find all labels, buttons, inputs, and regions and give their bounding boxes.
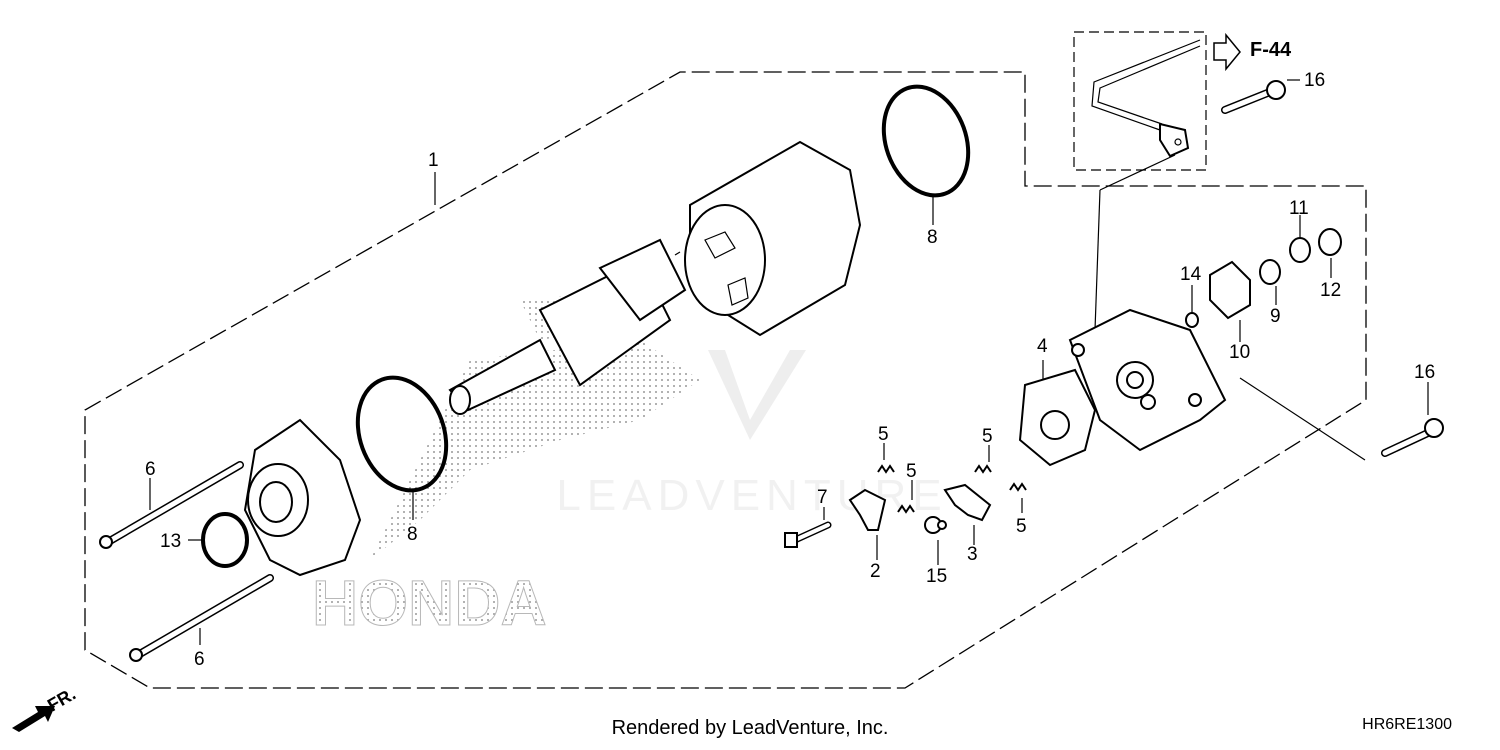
reference-arrow: F-44 [1213, 32, 1292, 72]
bolt-16-upper [1221, 80, 1286, 114]
insulator-9 [1259, 259, 1281, 285]
assembly-boundary [84, 71, 1367, 689]
callout-5d: 5 [1016, 516, 1027, 537]
brand-watermark: HONDA [312, 567, 547, 639]
diagram-code: HR6RE1300 [1362, 716, 1452, 733]
callout-14: 14 [1180, 264, 1202, 285]
callout-8-right: 8 [927, 227, 938, 248]
screw-7 [784, 521, 832, 548]
callout-12: 12 [1320, 280, 1341, 301]
callout-9: 9 [1270, 306, 1281, 327]
screw-15 [924, 516, 947, 534]
cable-inset [1073, 31, 1207, 331]
render-credit: Rendered by LeadVenture, Inc. [611, 717, 889, 739]
callout-3: 3 [967, 544, 978, 565]
brush-3 [943, 483, 992, 522]
callout-4: 4 [1037, 336, 1048, 357]
o-ring-8-left [355, 375, 449, 493]
callout-6-lower: 6 [194, 649, 205, 670]
springs [877, 464, 1027, 514]
callout-10: 10 [1229, 342, 1250, 363]
callout-11: 11 [1289, 198, 1309, 219]
long-bolt-lower [129, 574, 274, 662]
rear-cover [1068, 308, 1227, 452]
callout-2: 2 [870, 561, 881, 582]
callout-13: 13 [160, 531, 181, 552]
leader-lines [149, 79, 1429, 645]
callout-15: 15 [926, 566, 947, 587]
callout-5a: 5 [878, 424, 889, 445]
o-ring-13 [201, 512, 249, 568]
brush-2 [848, 488, 887, 531]
callout-7: 7 [817, 487, 828, 508]
reference-page-label: F-44 [1250, 39, 1292, 61]
bolt-16-lower [1381, 418, 1444, 457]
nut-12 [1318, 228, 1342, 256]
callout-5b: 5 [906, 461, 917, 482]
callout-6-upper: 6 [145, 459, 156, 480]
callout-8-left: 8 [407, 524, 418, 545]
callout-16-upper: 16 [1304, 70, 1325, 91]
callout-5c: 5 [982, 426, 993, 447]
brush-holder [1018, 368, 1097, 467]
callout-16-lower: 16 [1414, 362, 1435, 383]
watermark-text: LEADVENTURE [556, 471, 947, 520]
washer-14 [1185, 312, 1199, 328]
hex-nut-10 [1209, 260, 1251, 320]
o-ring-8-right [881, 84, 971, 198]
washer-11 [1289, 237, 1311, 263]
long-bolt-upper [99, 461, 244, 549]
motor-case [684, 140, 862, 337]
armature [448, 238, 687, 415]
front-cover [243, 418, 362, 577]
callouts: 1 2 3 4 5 5 5 5 6 6 7 8 8 9 10 11 12 13 … [145, 70, 1435, 670]
callout-1: 1 [428, 150, 439, 171]
